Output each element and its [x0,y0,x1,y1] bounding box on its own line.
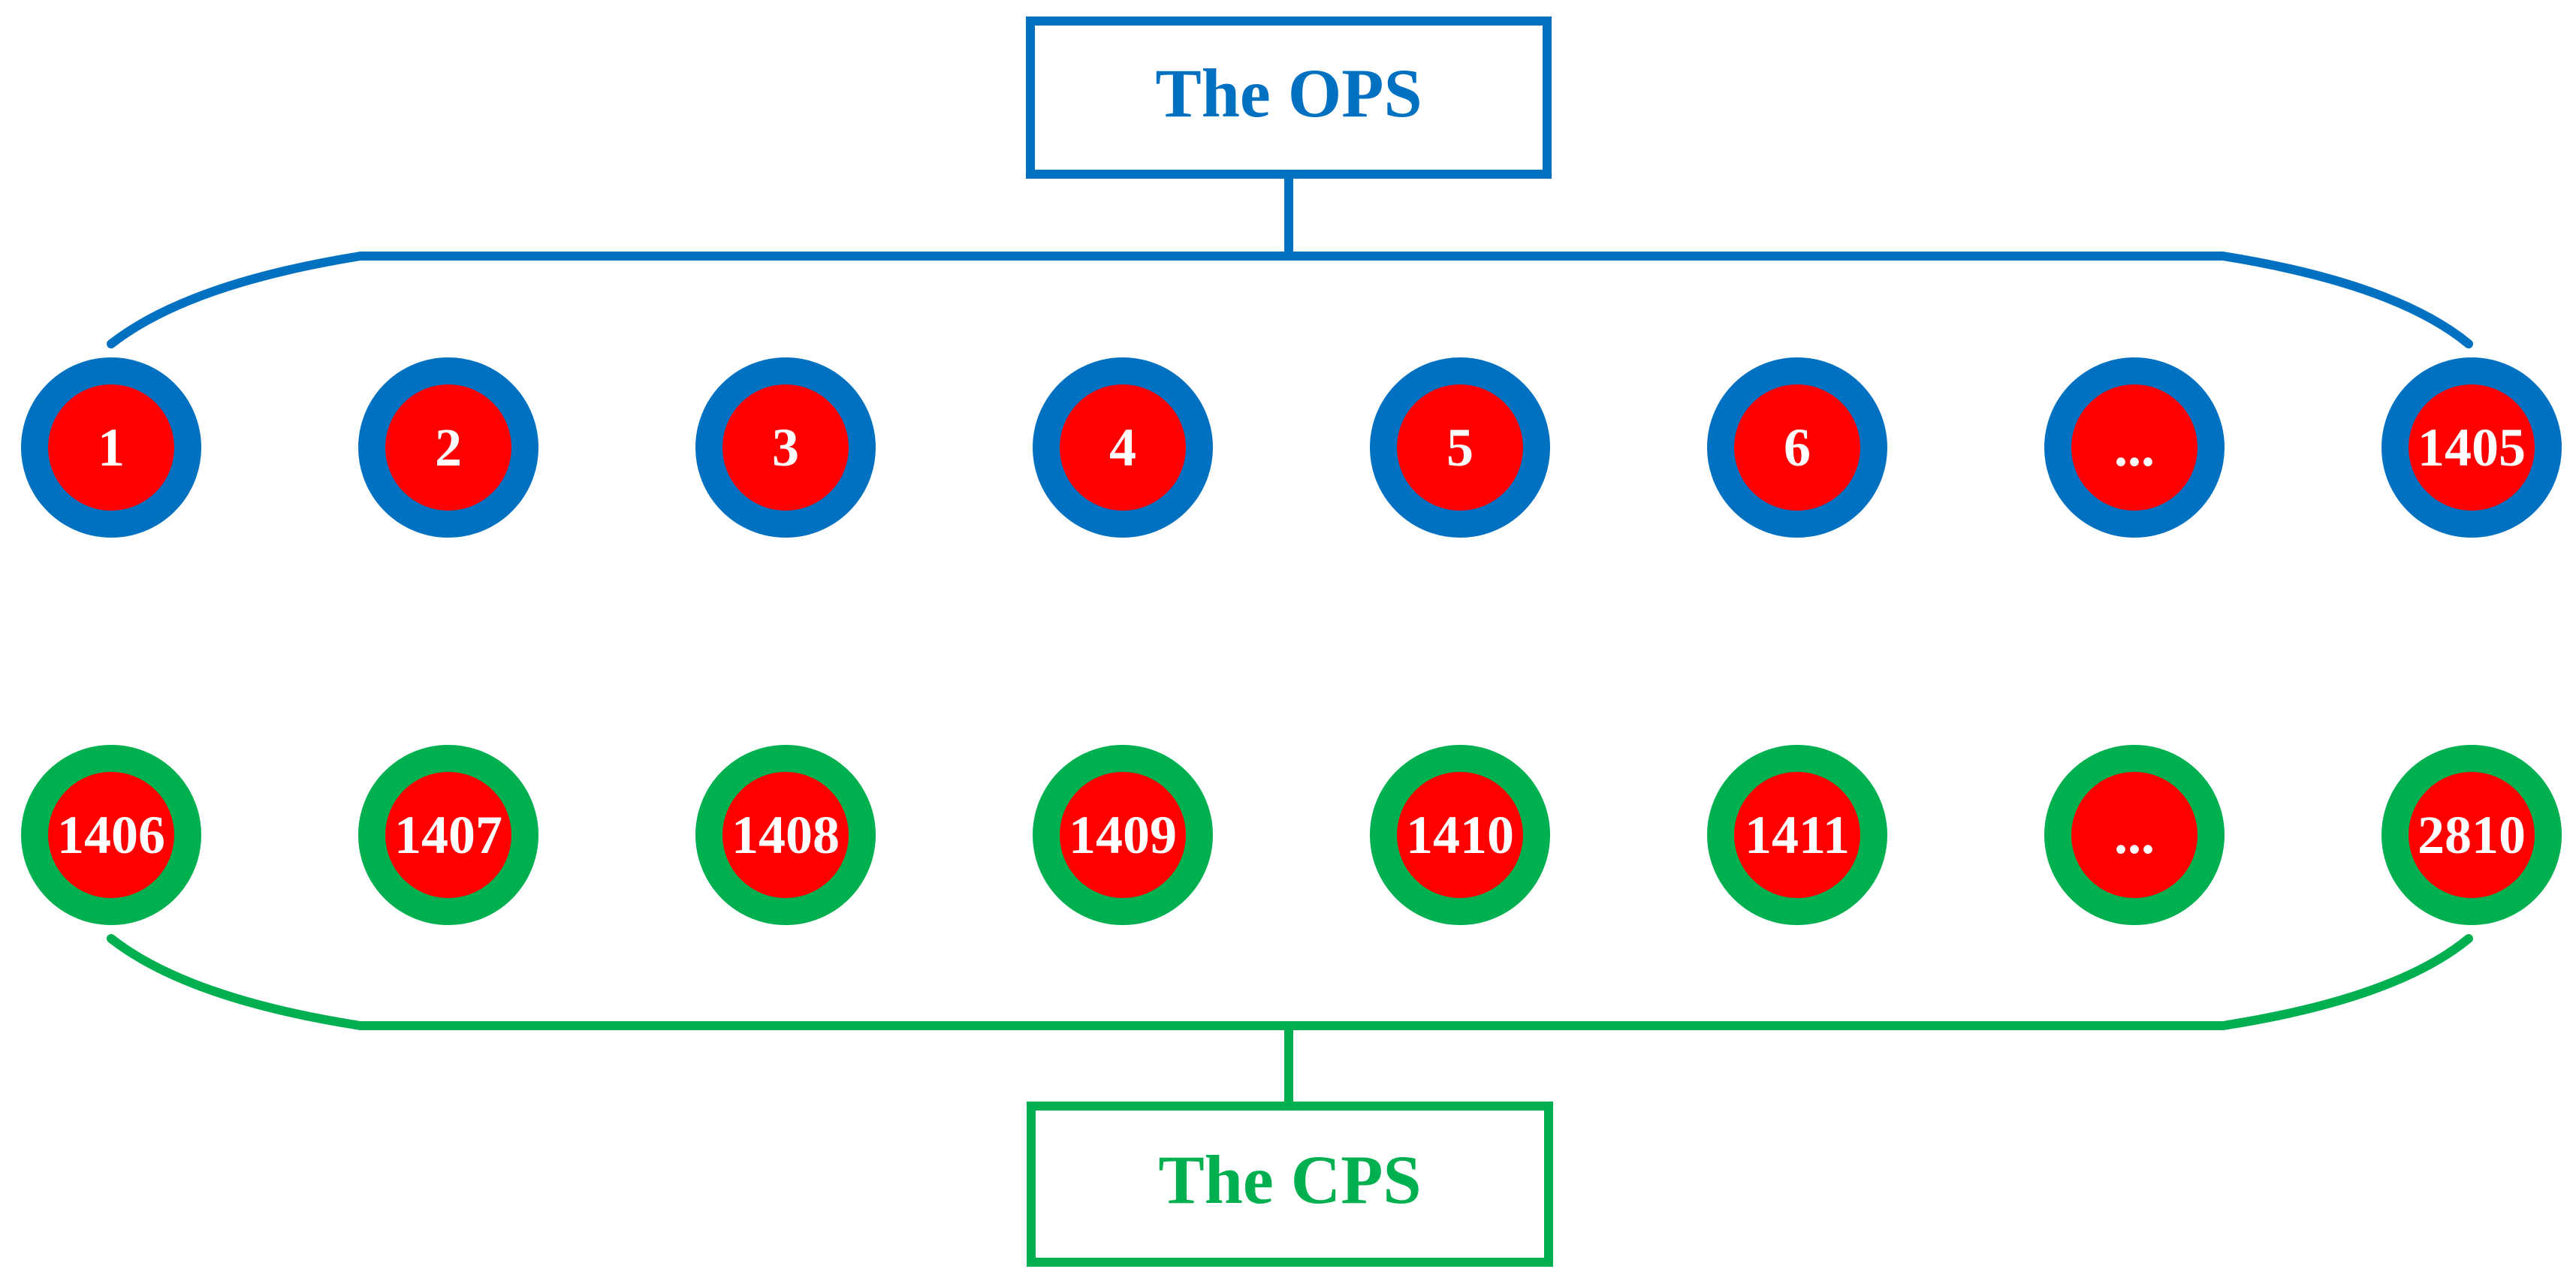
cps-title-label: The CPS [1158,1141,1422,1218]
ops-node-label: 1405 [2418,417,2526,478]
ops-node: 1 [21,357,201,538]
cps-node-label: 1410 [1406,805,1514,865]
ops-node-label: 2 [435,417,462,478]
ops-node-label: 5 [1446,417,1474,478]
ops-node: 4 [1033,357,1213,538]
ops-node-label: 6 [1784,417,1811,478]
ops-bracket-curve [107,252,2473,348]
cps-node: 1408 [695,745,876,925]
ops-node-label: 1 [98,417,125,478]
ops-node: ... [2044,357,2225,538]
cps-node-label: ... [2114,805,2155,865]
cps-node-label: 1409 [1069,805,1177,865]
ops-title-box: The OPS [1026,17,1552,179]
cps-node: 1409 [1033,745,1213,925]
cps-node: 1406 [21,745,201,925]
cps-node-label: 2810 [2418,805,2526,865]
cps-node: 1407 [358,745,538,925]
ops-title-label: The OPS [1155,55,1422,131]
cps-node: 2810 [2381,745,2562,925]
cps-bracket-curve [107,934,2473,1030]
ops-node-label: 4 [1109,417,1136,478]
ops-node: 3 [695,357,876,538]
cps-node-label: 1406 [57,805,165,865]
cps-node-label: 1408 [731,805,840,865]
ops-node: 2 [358,357,538,538]
ops-node-label: ... [2114,417,2155,478]
cps-node: 1411 [1707,745,1887,925]
ops-node: 6 [1707,357,1887,538]
cps-title-box: The CPS [1027,1102,1553,1267]
ops-node: 5 [1370,357,1550,538]
ops-node: 1405 [2381,357,2562,538]
ops-node-label: 3 [772,417,799,478]
cps-node-label: 1407 [394,805,502,865]
cps-node: ... [2044,745,2225,925]
cps-node: 1410 [1370,745,1550,925]
cps-node-label: 1411 [1744,805,1851,865]
